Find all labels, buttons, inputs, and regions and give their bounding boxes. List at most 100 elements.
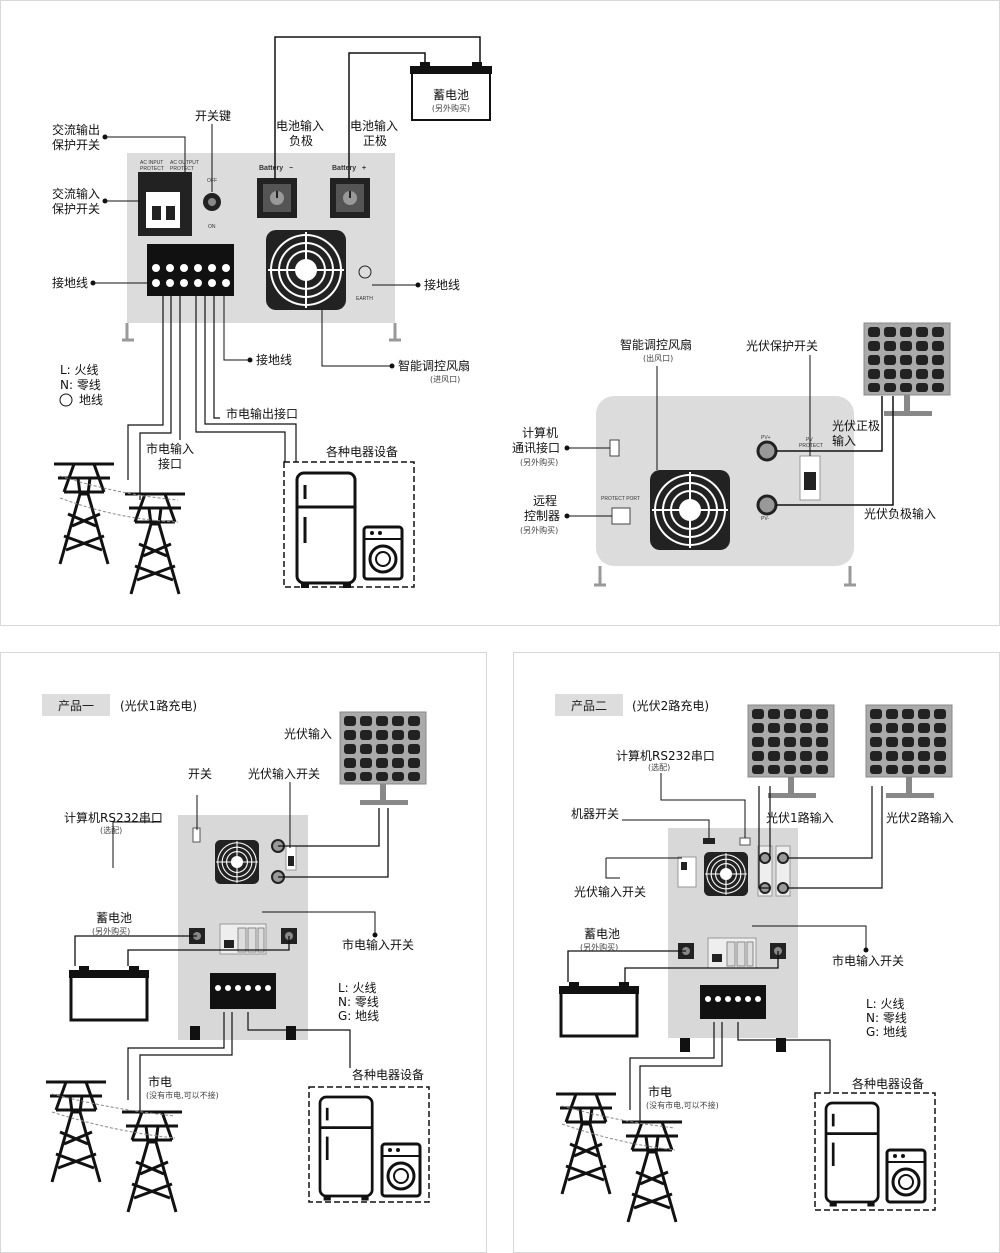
mains-note: (没有市电,可以不接)	[646, 1100, 719, 1110]
fan-exhaust-icon	[649, 469, 731, 551]
svg-text:控制器: 控制器	[524, 509, 560, 523]
battery-neg-terminal-icon	[256, 177, 298, 219]
legend-g: G: 地线	[866, 1025, 907, 1039]
ground-label-right: 接地线	[424, 277, 460, 292]
solar-panel-icon	[747, 704, 835, 799]
batt-pos-label: 电池输入	[350, 118, 398, 133]
appliances-label: 各种电器设备	[326, 444, 398, 459]
remote-port	[611, 507, 631, 525]
fridge-icon	[295, 471, 357, 590]
battery-icon	[557, 980, 641, 1038]
washer-icon	[362, 525, 404, 581]
fridge-icon	[824, 1101, 880, 1208]
mains-out-label: 市电输出接口	[226, 406, 298, 421]
legend-l: L: 火线	[338, 981, 377, 995]
solar-panel-icon	[863, 322, 951, 417]
pv-pos-label: 光伏正极	[832, 419, 880, 433]
rs232-label: 计算机RS232串口	[64, 810, 163, 825]
fan-exhaust-note: (出风口)	[643, 353, 673, 363]
svg-text:负极: 负极	[289, 134, 313, 148]
earth-symbol-icon	[358, 265, 372, 279]
fan-note: (进风口)	[430, 375, 460, 384]
washer-icon	[885, 1148, 927, 1204]
svg-text:产品一: 产品一	[58, 699, 94, 713]
pv2-label: 光伏2路输入	[886, 810, 954, 825]
appliances-box	[814, 1092, 936, 1211]
svg-text:PV+: PV+	[761, 435, 771, 441]
batt-neg-label: 电池输入	[276, 118, 324, 133]
rs232-note: (选配)	[648, 762, 670, 772]
pylon-icon-2	[120, 1110, 184, 1214]
legend-neutral: N: 零线	[60, 378, 101, 392]
fan-icon	[703, 851, 749, 897]
mains-switch-label: 市电输入开关	[342, 937, 414, 952]
svg-text:+: +	[362, 165, 366, 172]
pc-comm-label: 计算机	[522, 425, 558, 440]
legend-n: N: 零线	[338, 995, 379, 1009]
battery-title: 蓄电池	[433, 88, 469, 102]
pylon-icon	[52, 462, 116, 566]
svg-text:ON: ON	[208, 224, 216, 230]
rs232-label: 计算机RS232串口	[616, 748, 715, 763]
product-two-tag	[555, 694, 623, 716]
legend-g: G: 地线	[338, 1009, 379, 1023]
bottom-right-diagram: 产品二 (光伏2路充电) 计算机RS232串口 (选配)	[554, 694, 954, 1224]
legend-earth-icon	[59, 393, 73, 407]
pv-input-label: 光伏输入	[284, 726, 332, 741]
svg-text:PROTECT: PROTECT	[140, 166, 164, 172]
svg-text:保护开关: 保护开关	[52, 138, 100, 152]
legend-n: N: 零线	[866, 1011, 907, 1025]
pv-neg-label: 光伏负极输入	[864, 506, 936, 521]
svg-text:通讯接口: 通讯接口	[512, 440, 560, 455]
mains-label: 市电	[148, 1074, 172, 1089]
appliances-label: 各种电器设备	[852, 1076, 924, 1091]
product-one-title: (光伏1路充电)	[120, 698, 197, 713]
pc-comm-port	[609, 439, 620, 457]
pv-switch-label: 光伏输入开关	[248, 766, 320, 781]
battery-label: 蓄电池	[96, 911, 132, 925]
ground-label-bottom: 接地线	[256, 352, 292, 367]
svg-text:PV-: PV-	[761, 516, 769, 522]
bottom-left-diagram: 产品一 (光伏1路充电) 光伏输入 开关 光伏输入开关 计算机RS232串口 (…	[42, 694, 430, 1214]
legend-earth: 地线	[79, 393, 103, 407]
battery-icon	[67, 964, 151, 1022]
ground-label-left: 接地线	[52, 275, 88, 290]
mains-label: 市电	[648, 1084, 672, 1099]
switch-label: 开关	[188, 767, 212, 781]
pylon-icon	[44, 1080, 108, 1184]
fan-intake-icon	[265, 229, 347, 311]
terminal-block	[147, 244, 234, 296]
pylon-icon	[554, 1092, 618, 1196]
product-one-tag	[42, 694, 110, 716]
svg-text:−: −	[289, 165, 293, 172]
panel-ac-output-label: AC OUTPUT	[170, 160, 199, 166]
battery-note: (另外购买)	[580, 942, 618, 952]
pv-protect-label: 光伏保护开关	[746, 339, 818, 353]
battery-label: 蓄电池	[584, 927, 620, 941]
svg-text:输入: 输入	[832, 433, 856, 448]
mains-switch-label: 市电输入开关	[832, 953, 904, 968]
top-right-diagram: PROTECT PORT PV+ PV- PV PROTECT 智能调控风扇 (…	[512, 322, 951, 587]
rs232-note: (选配)	[100, 825, 122, 835]
battery-pos-terminal-icon	[329, 177, 371, 219]
legend-l: L: 火线	[866, 997, 905, 1011]
appliances-label: 各种电器设备	[352, 1067, 424, 1082]
pv-minus-terminal-icon	[756, 494, 778, 516]
remote-note: (另外购买)	[520, 525, 558, 535]
svg-text:EARTH: EARTH	[356, 296, 373, 302]
pylon-icon-2	[620, 1120, 684, 1224]
switch-key-label: 开关键	[195, 109, 231, 123]
fridge-icon	[318, 1095, 374, 1202]
legend-live: L: 火线	[60, 363, 99, 377]
svg-text:接口: 接口	[158, 456, 182, 471]
battery-note: (另外购买)	[92, 926, 130, 936]
solar-panel-icon	[339, 711, 427, 806]
svg-text:保护开关: 保护开关	[52, 202, 100, 216]
ac-input-protect-label: 交流输入	[52, 186, 100, 201]
top-left-diagram: AC INPUT PROTECT AC OUTPUT PROTECT OFF O…	[52, 36, 492, 596]
svg-text:PROTECT PORT: PROTECT PORT	[601, 496, 640, 502]
product-two-title: (光伏2路充电)	[632, 698, 709, 713]
washer-icon	[380, 1142, 422, 1198]
fan-exhaust-label: 智能调控风扇	[620, 337, 692, 352]
